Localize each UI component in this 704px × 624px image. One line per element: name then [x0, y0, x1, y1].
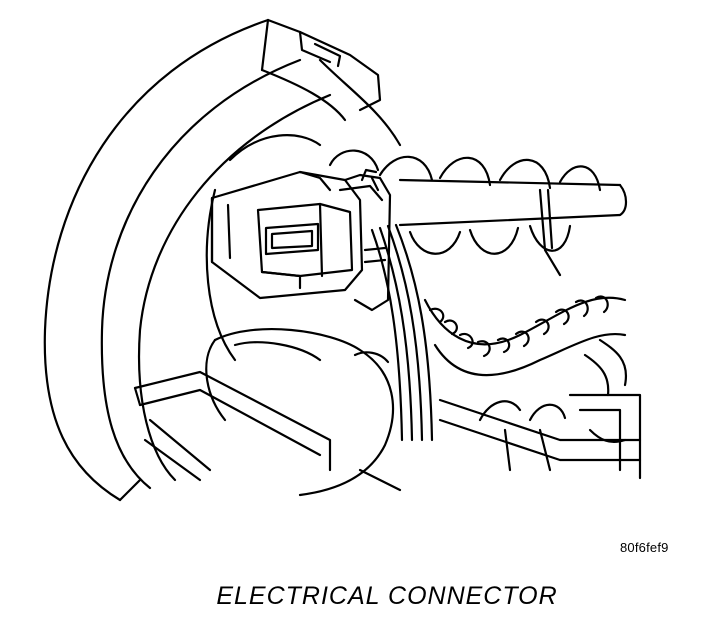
coil-spring [328, 149, 628, 277]
bottom-edge [118, 468, 402, 502]
inner-bore [205, 134, 322, 362]
pump-motor [205, 327, 395, 497]
lower-right-fittings [438, 393, 642, 480]
reference-code: 80f6fef9 [620, 540, 669, 555]
connector-wires [370, 223, 434, 442]
corrugated-hose [423, 295, 628, 397]
housing-rim [43, 18, 402, 502]
lower-bracket [133, 370, 332, 482]
electrical-connector [210, 168, 392, 312]
diagram-caption: ELECTRICAL CONNECTOR [216, 582, 558, 610]
